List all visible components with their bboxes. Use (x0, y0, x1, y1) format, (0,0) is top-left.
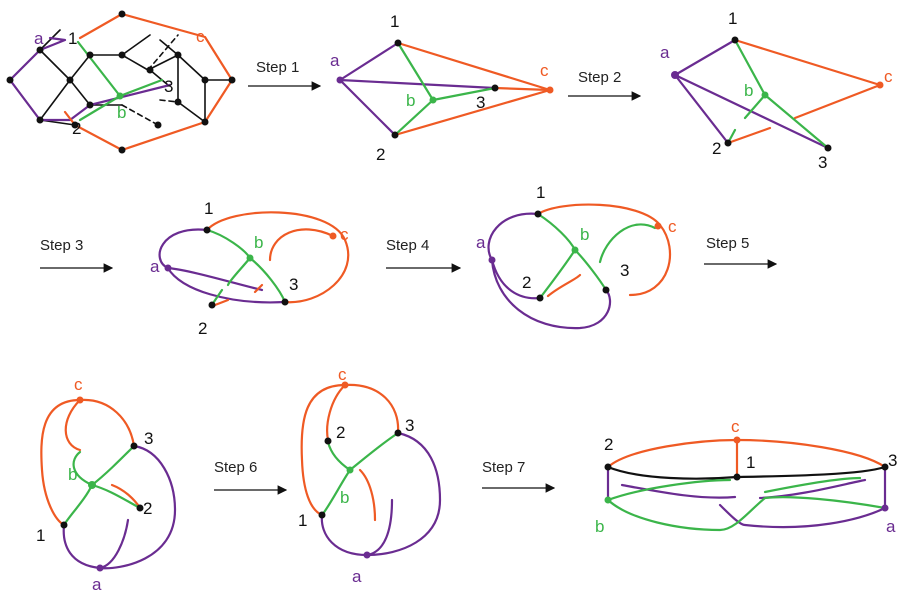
step-5-arrow: Step 5 (704, 235, 778, 269)
label-b: b (595, 517, 604, 536)
label-c: c (338, 365, 347, 384)
step-5-label: Step 5 (706, 235, 749, 252)
label-b: b (406, 91, 415, 110)
label-2: 2 (522, 273, 531, 292)
label-3: 3 (289, 275, 298, 294)
label-a: a (150, 257, 160, 276)
label-3: 3 (405, 416, 414, 435)
step-3-label: Step 3 (40, 237, 83, 254)
label-c: c (884, 67, 893, 86)
label-a: a (660, 43, 670, 62)
label-c: c (196, 27, 205, 46)
label-b: b (340, 488, 349, 507)
panel-step-4: 1 a c b 3 2 (476, 183, 677, 330)
label-2: 2 (336, 423, 345, 442)
label-3: 3 (164, 77, 173, 96)
label-1: 1 (68, 29, 77, 48)
label-b: b (68, 465, 77, 484)
label-2: 2 (712, 139, 721, 158)
step-6-label: Step 6 (214, 459, 257, 476)
label-1: 1 (36, 526, 45, 545)
step-4-arrow: Step 4 (386, 237, 462, 273)
step-3-arrow: Step 3 (40, 237, 114, 273)
label-a: a (476, 233, 486, 252)
panel-step-5: c 3 b 2 1 a (36, 375, 177, 593)
label-c: c (731, 417, 740, 436)
panel-step-2: 1 a c b 2 3 (660, 9, 893, 172)
label-c: c (540, 61, 549, 80)
label-c: c (340, 225, 349, 244)
label-1: 1 (204, 199, 213, 218)
panel-step-3: 1 a c b 3 2 (150, 199, 350, 338)
label-a: a (330, 51, 340, 70)
step-6-arrow: Step 6 (214, 459, 288, 495)
label-b: b (744, 81, 753, 100)
label-1: 1 (746, 453, 755, 472)
label-2: 2 (604, 435, 613, 454)
label-a: a (886, 517, 896, 536)
label-2: 2 (143, 499, 152, 518)
label-3: 3 (818, 153, 827, 172)
step-2-label: Step 2 (578, 69, 621, 86)
step-1-arrow: Step 1 (248, 59, 322, 91)
label-1: 1 (536, 183, 545, 202)
label-1: 1 (298, 511, 307, 530)
label-c: c (74, 375, 83, 394)
label-a: a (92, 575, 102, 593)
panel-initial-graph: a 1 c 3 b 2 (6, 10, 236, 154)
step-2-arrow: Step 2 (568, 69, 642, 101)
label-3: 3 (476, 93, 485, 112)
label-1: 1 (728, 9, 737, 28)
label-3: 3 (620, 261, 629, 280)
label-1: 1 (390, 12, 399, 31)
label-b: b (117, 103, 126, 122)
label-2: 2 (198, 319, 207, 338)
label-2: 2 (72, 119, 81, 138)
label-b: b (254, 233, 263, 252)
panel-step-6: c 3 2 b 1 a (298, 365, 442, 586)
label-3: 3 (144, 429, 153, 448)
label-b: b (580, 225, 589, 244)
step-1-label: Step 1 (256, 59, 299, 76)
step-4-label: Step 4 (386, 237, 429, 254)
panel-step-7: 2 c 1 3 b a (595, 417, 897, 536)
label-3: 3 (888, 451, 897, 470)
step-7-label: Step 7 (482, 459, 525, 476)
label-a: a (34, 29, 44, 48)
panel-step-1: 1 a c b 3 2 (330, 12, 554, 164)
label-a: a (352, 567, 362, 586)
label-2: 2 (376, 145, 385, 164)
step-7-arrow: Step 7 (482, 459, 556, 493)
label-c: c (668, 217, 677, 236)
